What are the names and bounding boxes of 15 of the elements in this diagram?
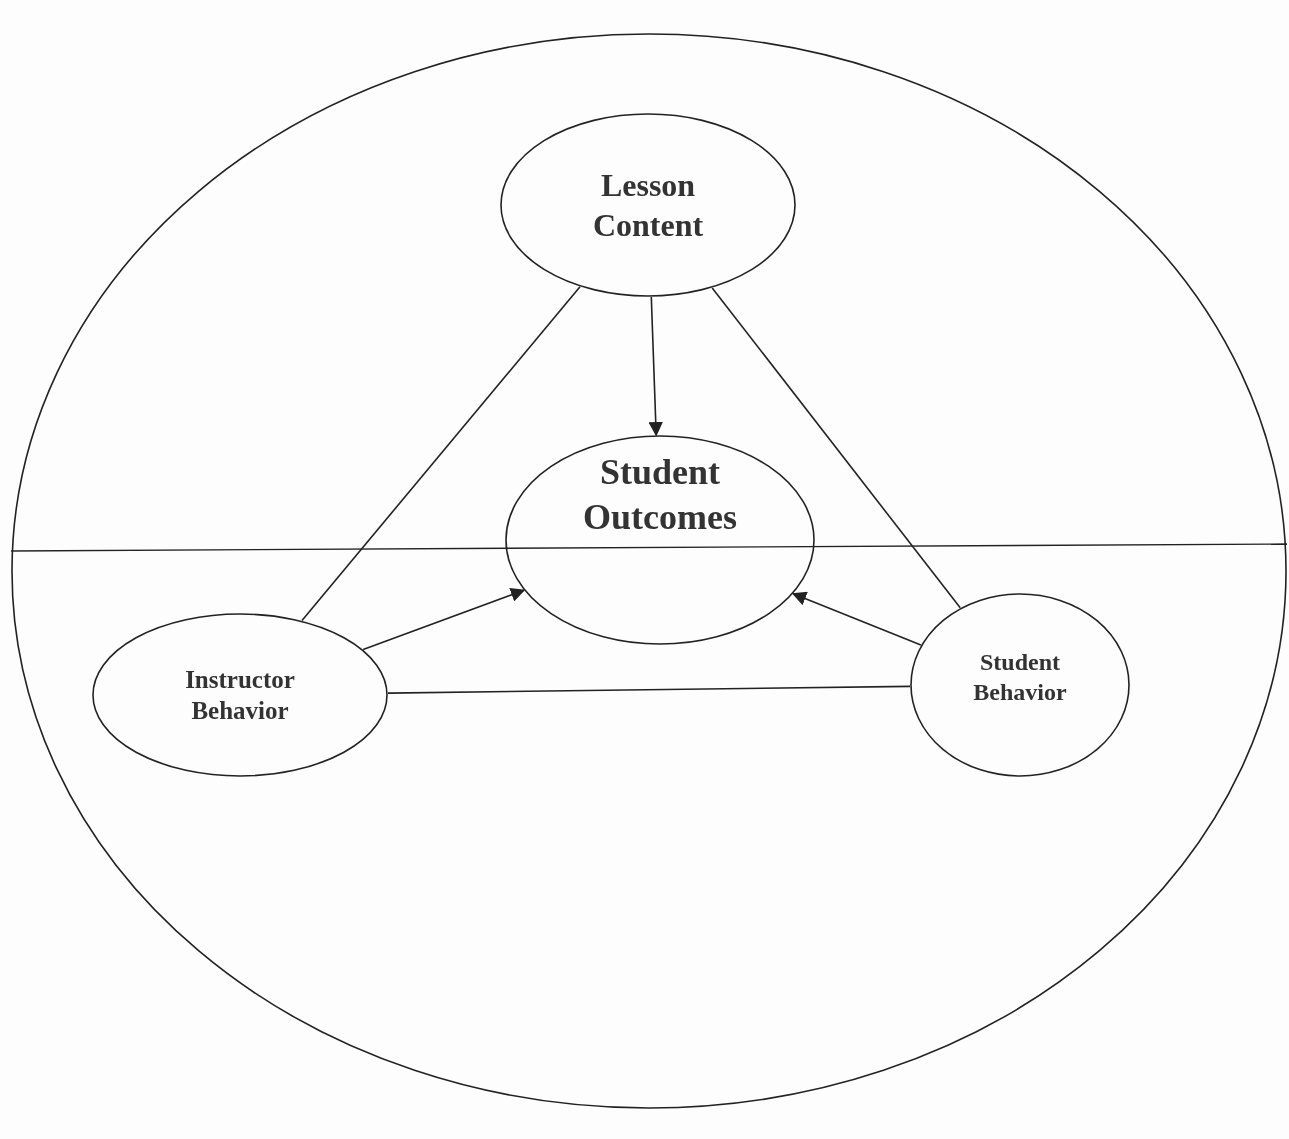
connector-line — [711, 287, 961, 609]
arrow — [648, 296, 663, 437]
connector-line — [301, 285, 581, 622]
outer-ellipse — [11, 33, 1287, 1109]
arrow — [362, 587, 526, 651]
arrow — [791, 591, 922, 646]
ellipse-node — [92, 613, 388, 777]
node-label: Student Outcomes — [582, 451, 738, 539]
connector-line — [387, 685, 911, 694]
node-label: Student Behavior — [972, 648, 1068, 707]
ellipse-node — [910, 593, 1130, 777]
node-label: Lesson Content — [591, 166, 705, 245]
ellipse-node — [500, 113, 796, 297]
node-label: Instructor Behavior — [184, 664, 296, 726]
ellipse-node — [505, 435, 815, 645]
